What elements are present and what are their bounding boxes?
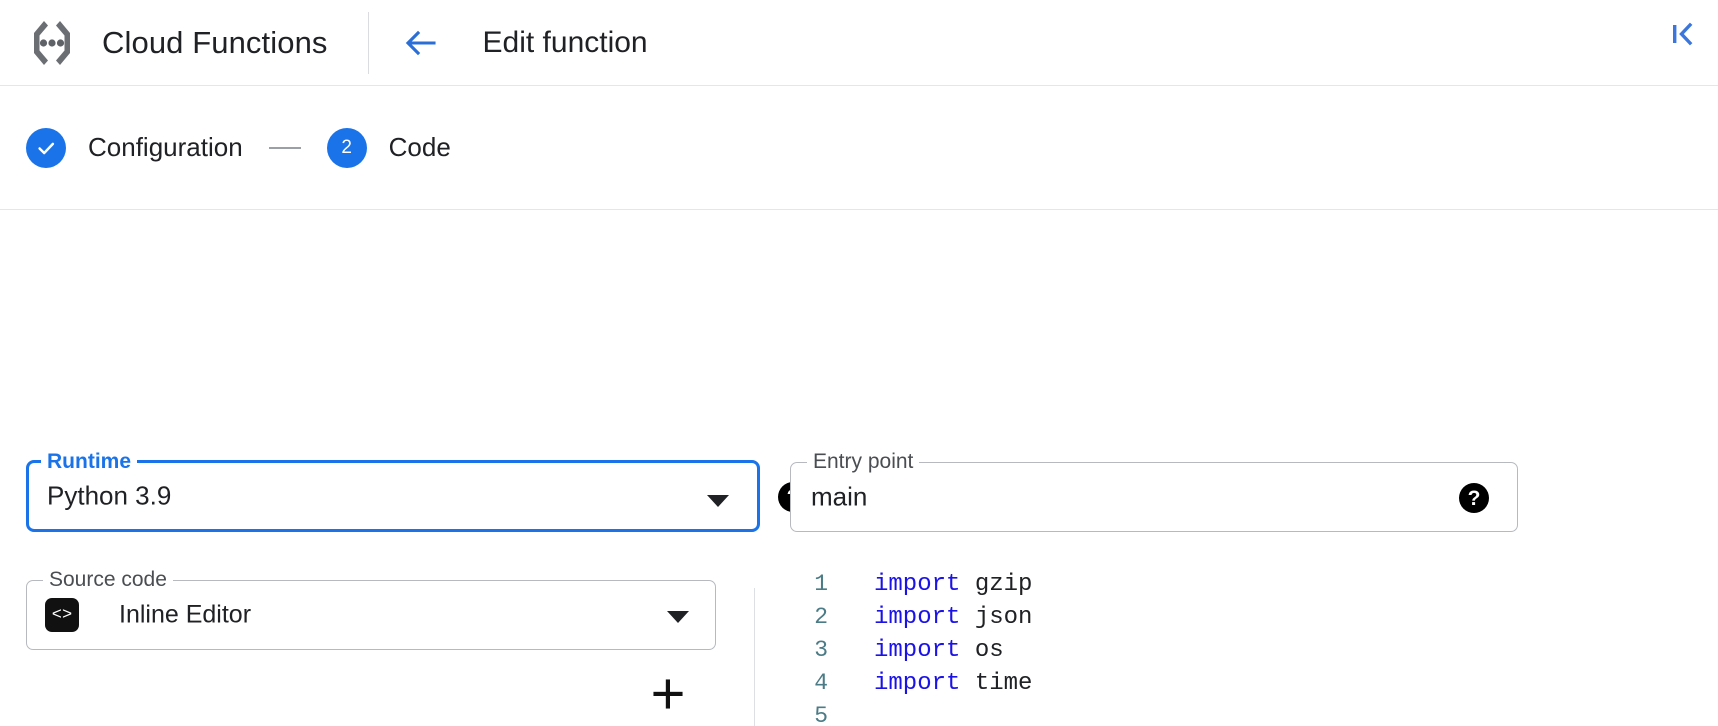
entry-point-label: Entry point: [807, 451, 920, 473]
code-line-number: 2: [814, 604, 828, 630]
code-line-text: import os: [874, 637, 1004, 664]
code-line-number: 3: [814, 637, 828, 663]
source-code-select[interactable]: Source code <> Inline Editor: [26, 569, 716, 650]
app-header: Cloud Functions Edit function: [0, 0, 1718, 86]
stepper-separator: [268, 146, 301, 149]
step-code[interactable]: 2 Code: [326, 127, 451, 168]
add-file-icon[interactable]: [646, 672, 690, 716]
code-line-text: import gzip: [874, 571, 1033, 598]
content-area: Runtime Python 3.9 ? Entry point main ? …: [0, 210, 1718, 726]
brand-title: Cloud Functions: [102, 24, 328, 60]
code-line: 5: [780, 700, 1718, 726]
header-divider: [367, 11, 369, 74]
entry-point-help-icon[interactable]: ?: [1459, 483, 1489, 513]
code-line: 3 import os: [780, 634, 1718, 667]
cloud-functions-logo-icon: [24, 15, 80, 71]
source-code-value: Inline Editor: [119, 600, 252, 629]
code-line-number: 5: [814, 703, 828, 726]
code-line: 1 import gzip: [780, 568, 1718, 601]
inline-code-editor[interactable]: 1 import gzip 2 import json 3 import os 4 impor…: [780, 568, 1718, 726]
entry-point-value: main: [811, 481, 868, 512]
page-title: Edit function: [482, 25, 648, 59]
step-configuration-marker: [26, 127, 66, 168]
collapse-panel-left-icon[interactable]: [1664, 16, 1700, 52]
code-line-text: import json: [874, 604, 1033, 631]
panel-divider: [754, 588, 755, 726]
arrow-back-icon[interactable]: [403, 26, 437, 60]
step-code-marker: 2: [326, 127, 367, 168]
step-configuration[interactable]: Configuration: [26, 127, 243, 168]
code-line-text: import time: [874, 670, 1033, 697]
code-brackets-icon: <>: [45, 598, 79, 632]
runtime-select[interactable]: Runtime Python 3.9: [26, 451, 760, 532]
runtime-label: Runtime: [41, 451, 137, 473]
code-line-number: 4: [814, 670, 828, 696]
brand[interactable]: Cloud Functions: [0, 0, 328, 85]
step-configuration-label: Configuration: [88, 132, 243, 162]
code-line-number: 1: [814, 571, 828, 597]
code-line: 4 import time: [780, 667, 1718, 700]
step-code-label: Code: [388, 132, 451, 162]
code-line: 2 import json: [780, 601, 1718, 634]
runtime-value: Python 3.9: [47, 480, 172, 511]
wizard-stepper: Configuration 2 Code: [0, 86, 1718, 210]
back-nav: Edit function: [403, 26, 648, 60]
runtime-chevron-down-icon[interactable]: [707, 495, 729, 507]
entry-point-input[interactable]: Entry point main ?: [790, 451, 1518, 532]
source-code-chevron-down-icon[interactable]: [667, 611, 689, 623]
source-code-label: Source code: [43, 569, 173, 591]
